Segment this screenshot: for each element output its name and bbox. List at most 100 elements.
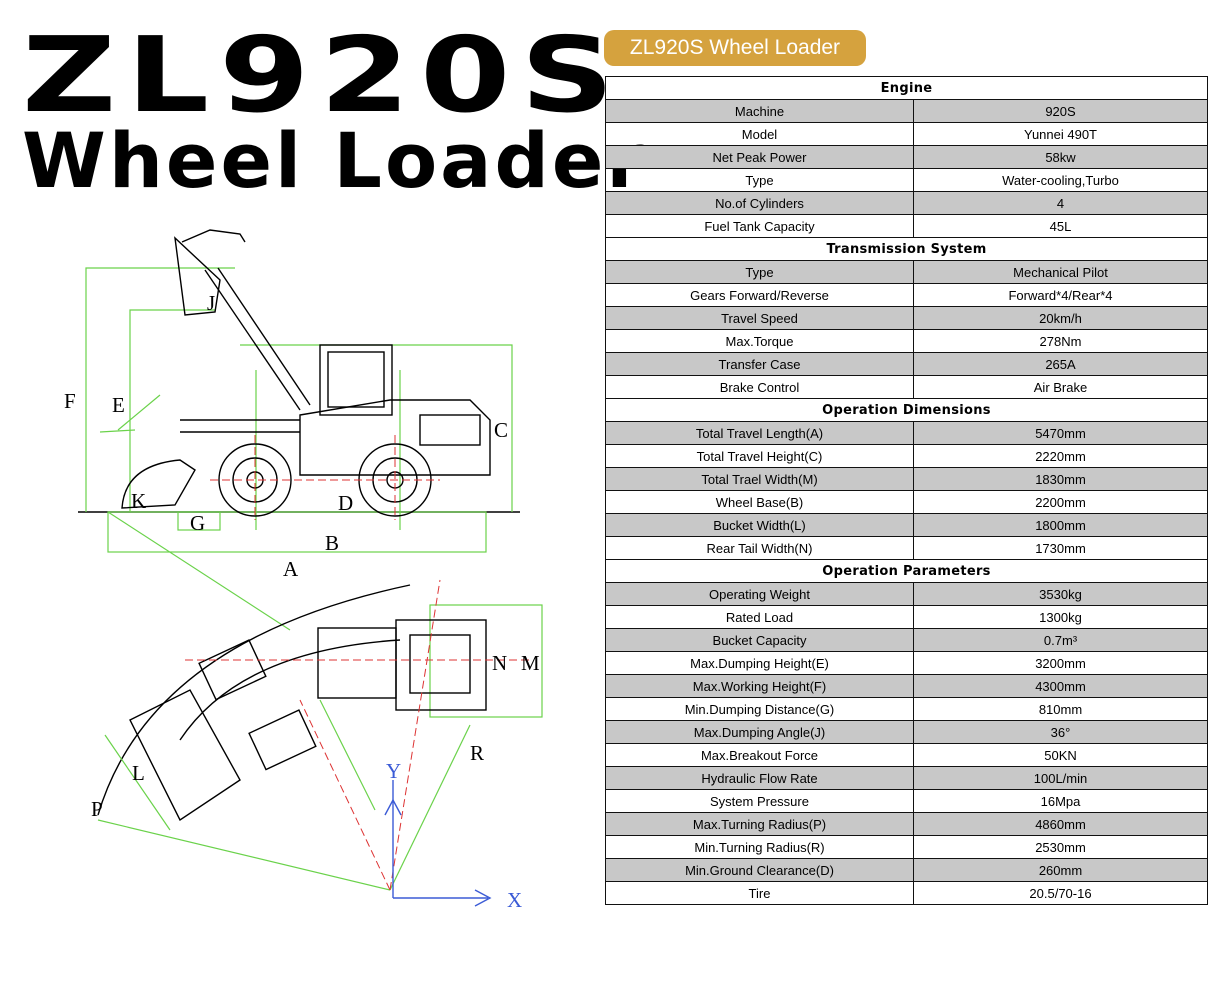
spec-row: Total Travel Length(A)5470mm [605, 421, 1208, 445]
spec-label: Bucket Width(L) [605, 513, 914, 537]
spec-label: Total Travel Length(A) [605, 421, 914, 445]
spec-label: Min.Dumping Distance(G) [605, 697, 914, 721]
spec-row: Max.Turning Radius(P)4860mm [605, 812, 1208, 836]
spec-value: 100L/min [913, 766, 1208, 790]
spec-value: 5470mm [913, 421, 1208, 445]
spec-label: Transfer Case [605, 352, 914, 376]
spec-value: 278Nm [913, 329, 1208, 353]
spec-row: Max.Dumping Height(E)3200mm [605, 651, 1208, 675]
spec-value: 2200mm [913, 490, 1208, 514]
spec-label: Tire [605, 881, 914, 905]
spec-value: 0.7m³ [913, 628, 1208, 652]
label-g: G [190, 511, 205, 535]
spec-value: 36° [913, 720, 1208, 744]
label-n: N [492, 651, 507, 675]
spec-value: 58kw [913, 145, 1208, 169]
spec-value: 920S [913, 99, 1208, 123]
spec-label: Max.Turning Radius(P) [605, 812, 914, 836]
spec-value: 3200mm [913, 651, 1208, 675]
spec-row: Min.Dumping Distance(G)810mm [605, 697, 1208, 721]
spec-row: Min.Turning Radius(R)2530mm [605, 835, 1208, 859]
spec-label: Brake Control [605, 375, 914, 399]
spec-label: Min.Ground Clearance(D) [605, 858, 914, 882]
spec-label: Net Peak Power [605, 145, 914, 169]
label-x: X [507, 888, 522, 912]
spec-label: Machine [605, 99, 914, 123]
top-view-drawing [97, 579, 543, 907]
spec-row: Min.Ground Clearance(D)260mm [605, 858, 1208, 882]
spec-value: 50KN [913, 743, 1208, 767]
spec-label: Travel Speed [605, 306, 914, 330]
spec-value: Forward*4/Rear*4 [913, 283, 1208, 307]
spec-value: 265A [913, 352, 1208, 376]
label-j: J [207, 291, 215, 315]
spec-value: 260mm [913, 858, 1208, 882]
section-header-row: Engine [605, 76, 1208, 100]
section-header-row: Operation Dimensions [605, 398, 1208, 422]
spec-label: Model [605, 122, 914, 146]
spec-value: 4300mm [913, 674, 1208, 698]
section-header-row: Transmission System [605, 237, 1208, 261]
label-d: D [338, 491, 353, 515]
label-r: R [470, 741, 484, 765]
section-title: Transmission System [605, 237, 1208, 261]
spec-label: Fuel Tank Capacity [605, 214, 914, 238]
dimension-lines [85, 267, 513, 631]
section-header-row: Operation Parameters [605, 559, 1208, 583]
spec-label: Wheel Base(B) [605, 490, 914, 514]
spec-label: Type [605, 260, 914, 284]
spec-value: Air Brake [913, 375, 1208, 399]
spec-row: Total Trael Width(M)1830mm [605, 467, 1208, 491]
spec-label: Gears Forward/Reverse [605, 283, 914, 307]
diagram-labels: F E J C K D G B A N M R L P Y X [64, 291, 540, 912]
spec-label: Rear Tail Width(N) [605, 536, 914, 560]
spec-value: 810mm [913, 697, 1208, 721]
spec-value: 45L [913, 214, 1208, 238]
label-e: E [112, 393, 125, 417]
label-y: Y [386, 759, 401, 783]
spec-label: Total Travel Height(C) [605, 444, 914, 468]
spec-value: 2220mm [913, 444, 1208, 468]
spec-label: Max.Dumping Height(E) [605, 651, 914, 675]
spec-value: 4 [913, 191, 1208, 215]
spec-value: 1730mm [913, 536, 1208, 560]
spec-row: Rear Tail Width(N)1730mm [605, 536, 1208, 560]
spec-row: Total Travel Height(C)2220mm [605, 444, 1208, 468]
label-f: F [64, 389, 76, 413]
turning-radius-inner-arc [179, 639, 401, 741]
spec-value: Mechanical Pilot [913, 260, 1208, 284]
spec-label: Max.Working Height(F) [605, 674, 914, 698]
spec-row: Wheel Base(B)2200mm [605, 490, 1208, 514]
spec-row: Max.Working Height(F)4300mm [605, 674, 1208, 698]
section-title: Operation Parameters [605, 559, 1208, 583]
spec-value: Yunnei 490T [913, 122, 1208, 146]
page-title-model: ZL920S [22, 14, 625, 136]
spec-label: Rated Load [605, 605, 914, 629]
spec-label: Hydraulic Flow Rate [605, 766, 914, 790]
loader-dimension-diagram: F E J C K D G B A N M R L P Y X [64, 229, 543, 912]
spec-label: Operating Weight [605, 582, 914, 606]
spec-label: Max.Torque [605, 329, 914, 353]
page-title-product: Wheel Loader [22, 116, 647, 205]
spec-row: Bucket Width(L)1800mm [605, 513, 1208, 537]
spec-value: 1830mm [913, 467, 1208, 491]
spec-row: Max.Dumping Angle(J)36° [605, 720, 1208, 744]
spec-value: 16Mpa [913, 789, 1208, 813]
label-b: B [325, 531, 339, 555]
spec-label: Min.Turning Radius(R) [605, 835, 914, 859]
spec-label: Type [605, 168, 914, 192]
